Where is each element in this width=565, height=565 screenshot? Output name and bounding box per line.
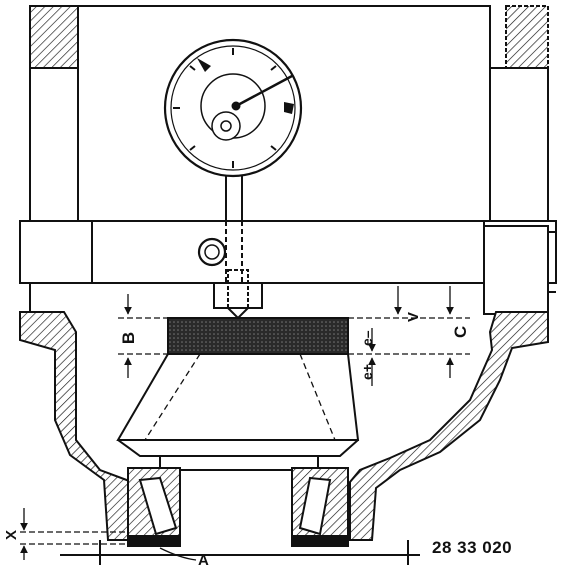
labels: B V C e– e+ X A 28 33 020: [3, 312, 512, 565]
gauge-plunger: [213, 269, 263, 320]
right-column-hatched: [505, 5, 549, 69]
clamp-screw: [197, 237, 227, 267]
left-column-hatched: [29, 5, 79, 69]
figure-reference-number: 28 33 020: [432, 538, 512, 557]
dimension-lines: [20, 286, 470, 561]
tolerance-marker-right: [284, 102, 294, 114]
label-x: X: [3, 530, 20, 540]
tolerance-marker-left: [197, 58, 211, 72]
label-a: A: [198, 552, 209, 565]
left-wall-hatched: [19, 311, 133, 541]
dial-needle: [235, 74, 293, 108]
crossbar: [19, 220, 557, 315]
label-e-minus: e–: [359, 330, 375, 346]
measuring-disc: [167, 317, 349, 355]
end-cap: [483, 225, 549, 315]
label-e-plus: e+: [359, 364, 375, 380]
label-c: C: [451, 326, 470, 338]
label-b: B: [119, 332, 138, 344]
revolution-counter: [211, 111, 241, 141]
right-wall-hatched: [349, 311, 549, 541]
lower-housing: [19, 283, 549, 565]
bearings: [127, 467, 349, 547]
cone-fixture: [116, 353, 360, 471]
label-v: V: [405, 312, 422, 322]
